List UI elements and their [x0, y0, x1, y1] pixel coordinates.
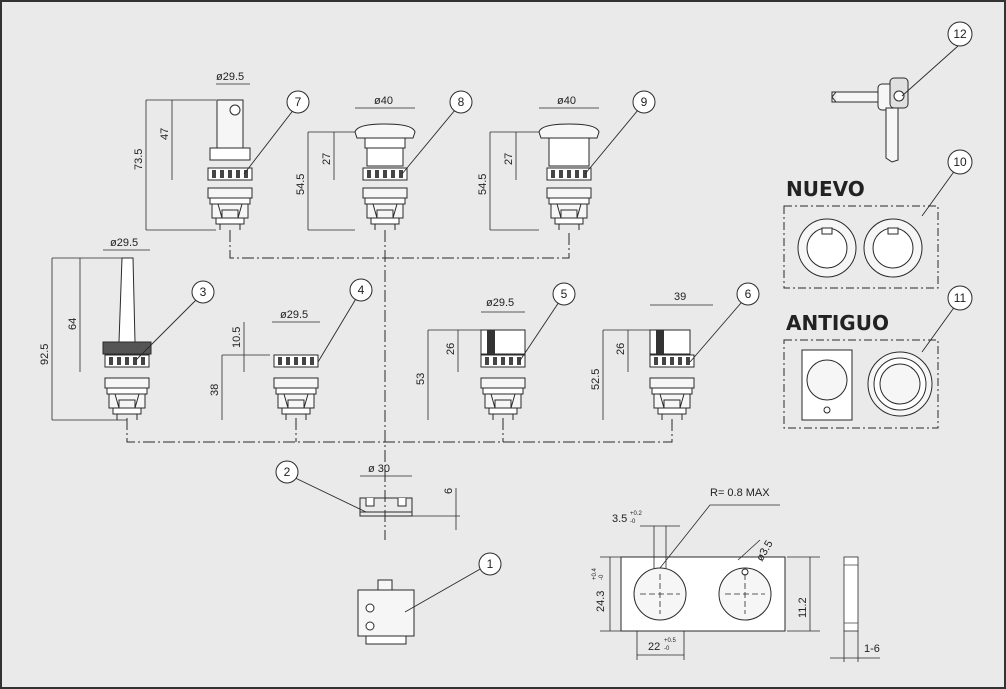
component-7-key-switch	[207, 99, 253, 231]
dim-7-h2: 47	[159, 128, 171, 140]
dim-6-h1: 52.5	[590, 369, 602, 390]
component-3-lever	[102, 257, 152, 421]
panel-cutout-drawing: R= 0.8 MAX 3.5 +0.2 -0 ø3.5 24.3 +0.4 -0…	[592, 487, 880, 662]
callouts	[135, 45, 959, 613]
dim-3-dia: ø29.5	[110, 237, 138, 249]
dim-6-w: 39	[674, 291, 686, 303]
callout-2: 2	[275, 460, 299, 484]
dim-9-h1: 54.5	[477, 174, 489, 195]
callout-10: 10	[947, 149, 973, 175]
component-1-contact-block	[357, 579, 415, 645]
dim-9-dia: ø40	[557, 95, 576, 107]
dim-panel-w: 3.5	[612, 513, 627, 525]
dimension-labels: ø29.5 73.5 47 ø40 54.5 27 ø40 54.5 27 ø2…	[39, 71, 686, 494]
dim-2-h: 6	[443, 488, 455, 494]
callout-7-label: 7	[295, 95, 302, 109]
component-9-mushroom	[538, 123, 600, 231]
dim-panel-pitch: 22	[648, 641, 660, 653]
callout-1-label: 1	[487, 557, 494, 571]
dim-8-h1: 54.5	[295, 174, 307, 195]
callout-11: 11	[947, 285, 973, 311]
dim-8-h2: 27	[321, 153, 333, 165]
dim-panel-h-tol-dn: -0	[599, 574, 605, 580]
callout-12-label: 12	[953, 27, 967, 41]
dim-8-dia: ø40	[374, 95, 393, 107]
connector-lines	[126, 230, 673, 540]
component-8-mushroom	[354, 123, 416, 231]
antiguo-buttons	[783, 339, 939, 429]
component-5-selector	[480, 329, 526, 421]
callout-5: 5	[552, 282, 576, 306]
dim-5-h2: 26	[445, 343, 457, 355]
dim-2-dia: ø 30	[368, 463, 390, 475]
dim-4-h2: 10.5	[231, 327, 243, 348]
dim-3-h2: 64	[67, 318, 79, 330]
dim-panel-h: 24.3	[595, 591, 607, 612]
dim-panel-thk: 1-6	[864, 643, 880, 655]
callout-11-label: 11	[954, 291, 967, 305]
callout-6-label: 6	[745, 287, 752, 301]
dim-7-dia: ø29.5	[216, 71, 244, 83]
dim-4-dia: ø29.5	[280, 309, 308, 321]
dim-5-dia: ø29.5	[486, 297, 514, 309]
component-2-ring	[359, 497, 413, 517]
callout-4-label: 4	[358, 283, 365, 297]
callout-1: 1	[478, 552, 502, 576]
nuevo-buttons	[783, 205, 939, 289]
dim-6-h2: 26	[615, 343, 627, 355]
callout-8-label: 8	[458, 95, 465, 109]
component-6-selector-long	[649, 329, 695, 421]
dim-panel-pitch-tol-dn: -0	[664, 646, 670, 652]
callout-5-label: 5	[561, 287, 568, 301]
label-nuevo: NUEVO	[786, 177, 865, 201]
label-antiguo: ANTIGUO	[786, 311, 889, 335]
callout-3: 3	[191, 280, 215, 304]
dimension-lines	[51, 83, 713, 530]
dim-3-h1: 92.5	[39, 344, 51, 365]
dim-panel-r: R= 0.8 MAX	[710, 487, 770, 499]
dim-panel-w-tol-up: +0.2	[630, 511, 643, 517]
callout-2-label: 2	[284, 465, 291, 479]
dim-panel-h-tol-up: +0.4	[592, 567, 598, 580]
callout-6: 6	[736, 282, 760, 306]
callout-8: 8	[449, 90, 473, 114]
dim-panel-pitch-tol-up: +0.5	[664, 638, 677, 644]
dim-4-h1: 38	[209, 384, 221, 396]
dim-9-h2: 27	[503, 153, 515, 165]
dim-panel-w-tol-dn: -0	[630, 519, 636, 525]
keys-illustration	[831, 77, 909, 163]
callout-9-label: 9	[641, 95, 648, 109]
callout-9: 9	[632, 90, 656, 114]
callout-10-label: 10	[953, 155, 967, 169]
dim-7-h1: 73.5	[133, 149, 145, 170]
dim-panel-off: 11.2	[797, 597, 809, 618]
callout-7: 7	[286, 90, 310, 114]
callout-3-label: 3	[200, 285, 207, 299]
callout-12: 12	[947, 21, 973, 47]
dim-5-h1: 53	[415, 373, 427, 385]
callout-4: 4	[349, 278, 373, 302]
